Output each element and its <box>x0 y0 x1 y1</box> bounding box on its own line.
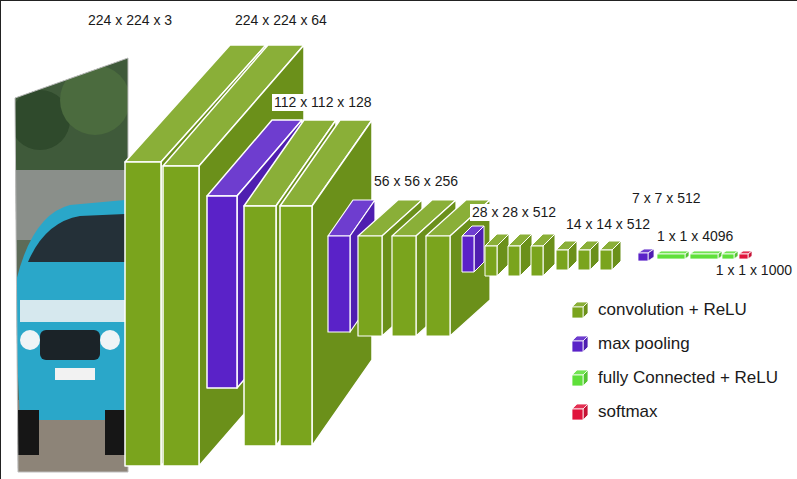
block-face <box>531 246 543 276</box>
block-face <box>462 236 474 272</box>
dimension-label: 7 x 7 x 512 <box>630 190 703 207</box>
dimension-label: 1 x 1 x 4096 <box>655 228 735 245</box>
block-face <box>690 254 718 259</box>
legend-row: convolution + ReLU <box>570 300 747 320</box>
legend-row: softmax <box>570 402 658 422</box>
block-face <box>722 254 734 259</box>
block-face <box>685 251 689 259</box>
block-face <box>328 236 350 332</box>
block-face <box>568 241 577 270</box>
legend-swatch <box>570 334 590 354</box>
legend-text: softmax <box>598 402 658 422</box>
block-face <box>543 234 555 276</box>
block-face <box>474 226 484 272</box>
dimension-label: 56 x 56 x 256 <box>372 173 460 190</box>
block-face <box>718 251 722 259</box>
block-face <box>556 250 568 270</box>
block-face <box>163 166 199 466</box>
block-face <box>648 249 654 261</box>
block-face <box>392 236 416 336</box>
block-face <box>612 241 621 270</box>
block-face <box>748 251 752 259</box>
block-face <box>583 336 588 352</box>
block-face <box>572 341 583 352</box>
block-face <box>207 196 237 388</box>
block-face <box>739 254 748 259</box>
block-face <box>508 246 520 276</box>
block-face <box>600 250 612 270</box>
block-face <box>578 250 590 270</box>
block-face <box>638 253 648 261</box>
legend-text: max pooling <box>598 334 690 354</box>
dimension-label: 28 x 28 x 512 <box>470 204 558 221</box>
block-face <box>590 241 599 270</box>
legend-swatch <box>570 368 590 388</box>
dimension-label: 14 x 14 x 512 <box>564 216 652 233</box>
block-face <box>485 246 497 276</box>
block-face <box>572 375 583 386</box>
block-face <box>657 254 685 259</box>
block-face <box>583 404 588 420</box>
block-face <box>125 162 161 466</box>
block-face <box>583 370 588 386</box>
block-face <box>572 409 583 420</box>
dimension-label: 1 x 1 x 1000 <box>714 262 794 279</box>
block-face <box>280 206 312 446</box>
block-face <box>244 206 276 446</box>
dimension-label: 112 x 112 x 128 <box>272 94 374 111</box>
dimension-label: 224 x 224 x 64 <box>233 12 329 29</box>
legend-swatch <box>570 300 590 320</box>
legend-swatch <box>570 402 590 422</box>
block-face <box>657 251 689 254</box>
block-face <box>497 234 509 276</box>
legend-text: fully Connected + ReLU <box>598 368 778 388</box>
block-face <box>358 236 382 336</box>
block-face <box>734 251 738 259</box>
block-face <box>520 234 532 276</box>
block-face <box>572 307 583 318</box>
legend-row: max pooling <box>570 334 690 354</box>
block-face <box>583 302 588 318</box>
block-face <box>690 251 722 254</box>
legend-text: convolution + ReLU <box>598 300 747 320</box>
legend-row: fully Connected + ReLU <box>570 368 778 388</box>
block-face <box>426 236 450 336</box>
dimension-label: 224 x 224 x 3 <box>86 12 174 29</box>
